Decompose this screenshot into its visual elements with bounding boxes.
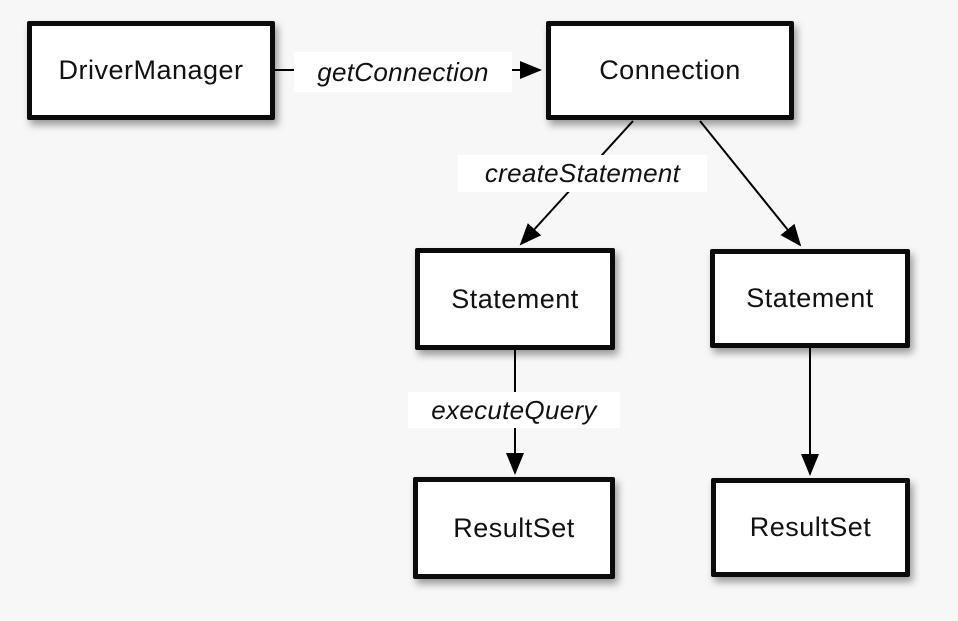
edge-label-getconnection: getConnection [294, 52, 512, 92]
node-connection: Connection [546, 21, 794, 120]
edge-label-createstatement: createStatement [458, 155, 707, 192]
node-resultset-right: ResultSet [711, 478, 910, 577]
node-statement-left: Statement [415, 248, 615, 350]
node-resultset-left: ResultSet [413, 477, 615, 579]
node-statement-right: Statement [710, 249, 910, 348]
node-resultset-left-label: ResultSet [453, 512, 575, 543]
node-statement-right-label: Statement [746, 283, 874, 313]
node-drivermanager: DriverManager [27, 21, 275, 120]
edge-label-executequery: executeQuery [408, 392, 620, 428]
node-resultset-right-label: ResultSet [749, 512, 872, 542]
node-connection-label: Connection [599, 55, 741, 85]
edge-connection-statement-right-line [699, 120, 802, 247]
node-drivermanager-label: DriverManager [58, 55, 244, 85]
node-statement-left-label: Statement [451, 283, 579, 314]
